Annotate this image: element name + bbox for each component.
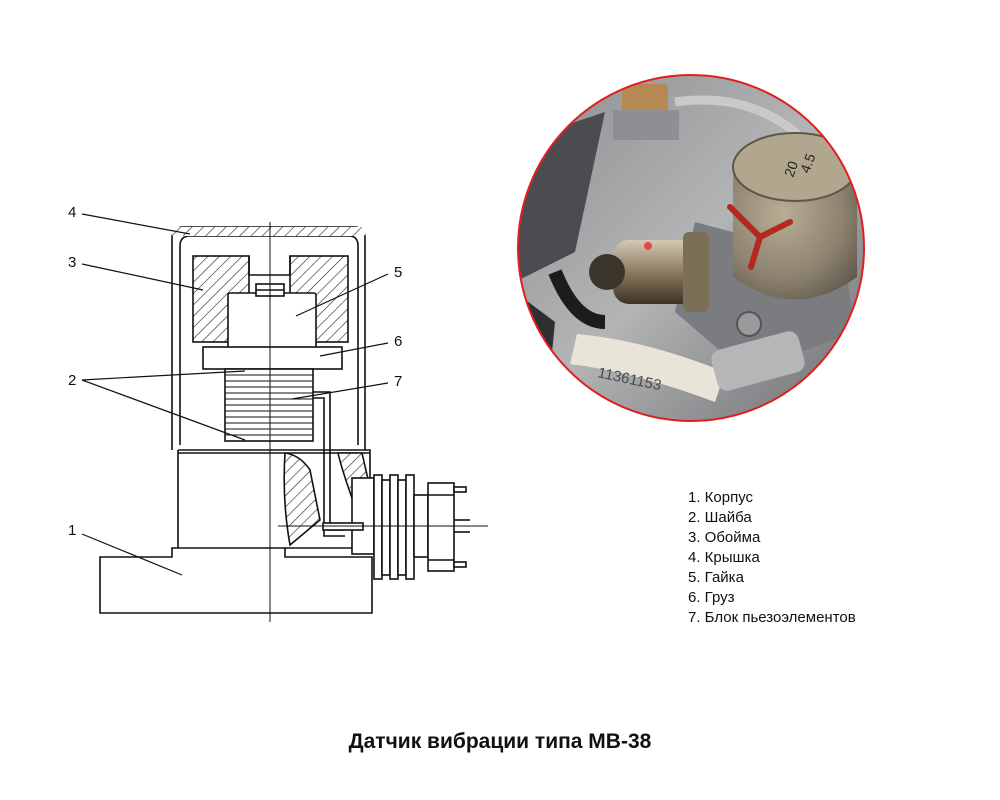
photo-bolt-nut bbox=[622, 84, 668, 118]
photo-cable-wrap bbox=[570, 334, 725, 402]
photo-connector-sleeve bbox=[613, 240, 705, 304]
connector-sleeve bbox=[351, 477, 375, 555]
photo-pipe bbox=[674, 95, 819, 160]
weight bbox=[202, 346, 343, 370]
callout-4: 4 bbox=[68, 204, 76, 221]
legend-item: 7. Блок пьезоэлементов bbox=[688, 609, 856, 626]
connector-head bbox=[427, 482, 455, 572]
callout-2: 2 bbox=[68, 372, 76, 389]
photo-marking-bottom: 20 bbox=[781, 159, 801, 179]
figure-caption: Датчик вибрации типа МВ-38 bbox=[348, 730, 652, 753]
callout-3: 3 bbox=[68, 254, 76, 271]
legend-item: 6. Груз bbox=[688, 589, 735, 606]
piezo-stack-layers bbox=[225, 374, 313, 436]
photo-connector-ring bbox=[683, 232, 709, 312]
lead-wire-inner bbox=[313, 397, 345, 537]
connector-body-hatch bbox=[283, 452, 321, 547]
parts-legend: 1. Корпус 2. Шайба 3. Обойма 4. Крышка 5… bbox=[688, 488, 856, 628]
sensor-photo: 4.5 20 11361153 bbox=[517, 74, 865, 422]
callout-1: 1 bbox=[68, 522, 76, 539]
photo-screw bbox=[736, 311, 762, 337]
legend-item: 4. Крышка bbox=[688, 549, 760, 566]
legend-item: 3. Обойма bbox=[688, 529, 761, 546]
callout-5: 5 bbox=[394, 264, 402, 281]
legend-item: 1. Корпус bbox=[688, 489, 754, 506]
callout-6: 6 bbox=[394, 333, 402, 350]
photo-red-mark bbox=[727, 204, 793, 270]
callout-7: 7 bbox=[394, 373, 402, 390]
photo-bolt-base bbox=[613, 110, 679, 140]
photo-connector-dot bbox=[644, 242, 652, 250]
photo-cable bbox=[548, 269, 606, 329]
connector-pins bbox=[453, 486, 470, 568]
nut bbox=[227, 292, 317, 349]
photo-can-body bbox=[733, 167, 857, 300]
legend-item: 5. Гайка bbox=[688, 569, 744, 586]
photo-clamp bbox=[711, 331, 805, 391]
sensor-cross-section-drawing: 4 3 5 6 7 2 1 bbox=[68, 204, 488, 622]
housing-base bbox=[99, 547, 373, 614]
photo-marking-top: 4.5 bbox=[797, 151, 819, 175]
leader-lines bbox=[81, 213, 389, 576]
axis-lines bbox=[269, 222, 488, 622]
connector-rings bbox=[373, 474, 415, 580]
legend-item: 2. Шайба bbox=[688, 509, 752, 526]
photo-connector-cap bbox=[589, 254, 625, 290]
photo-red-border bbox=[517, 74, 865, 422]
cover-wall-fill bbox=[172, 227, 365, 236]
